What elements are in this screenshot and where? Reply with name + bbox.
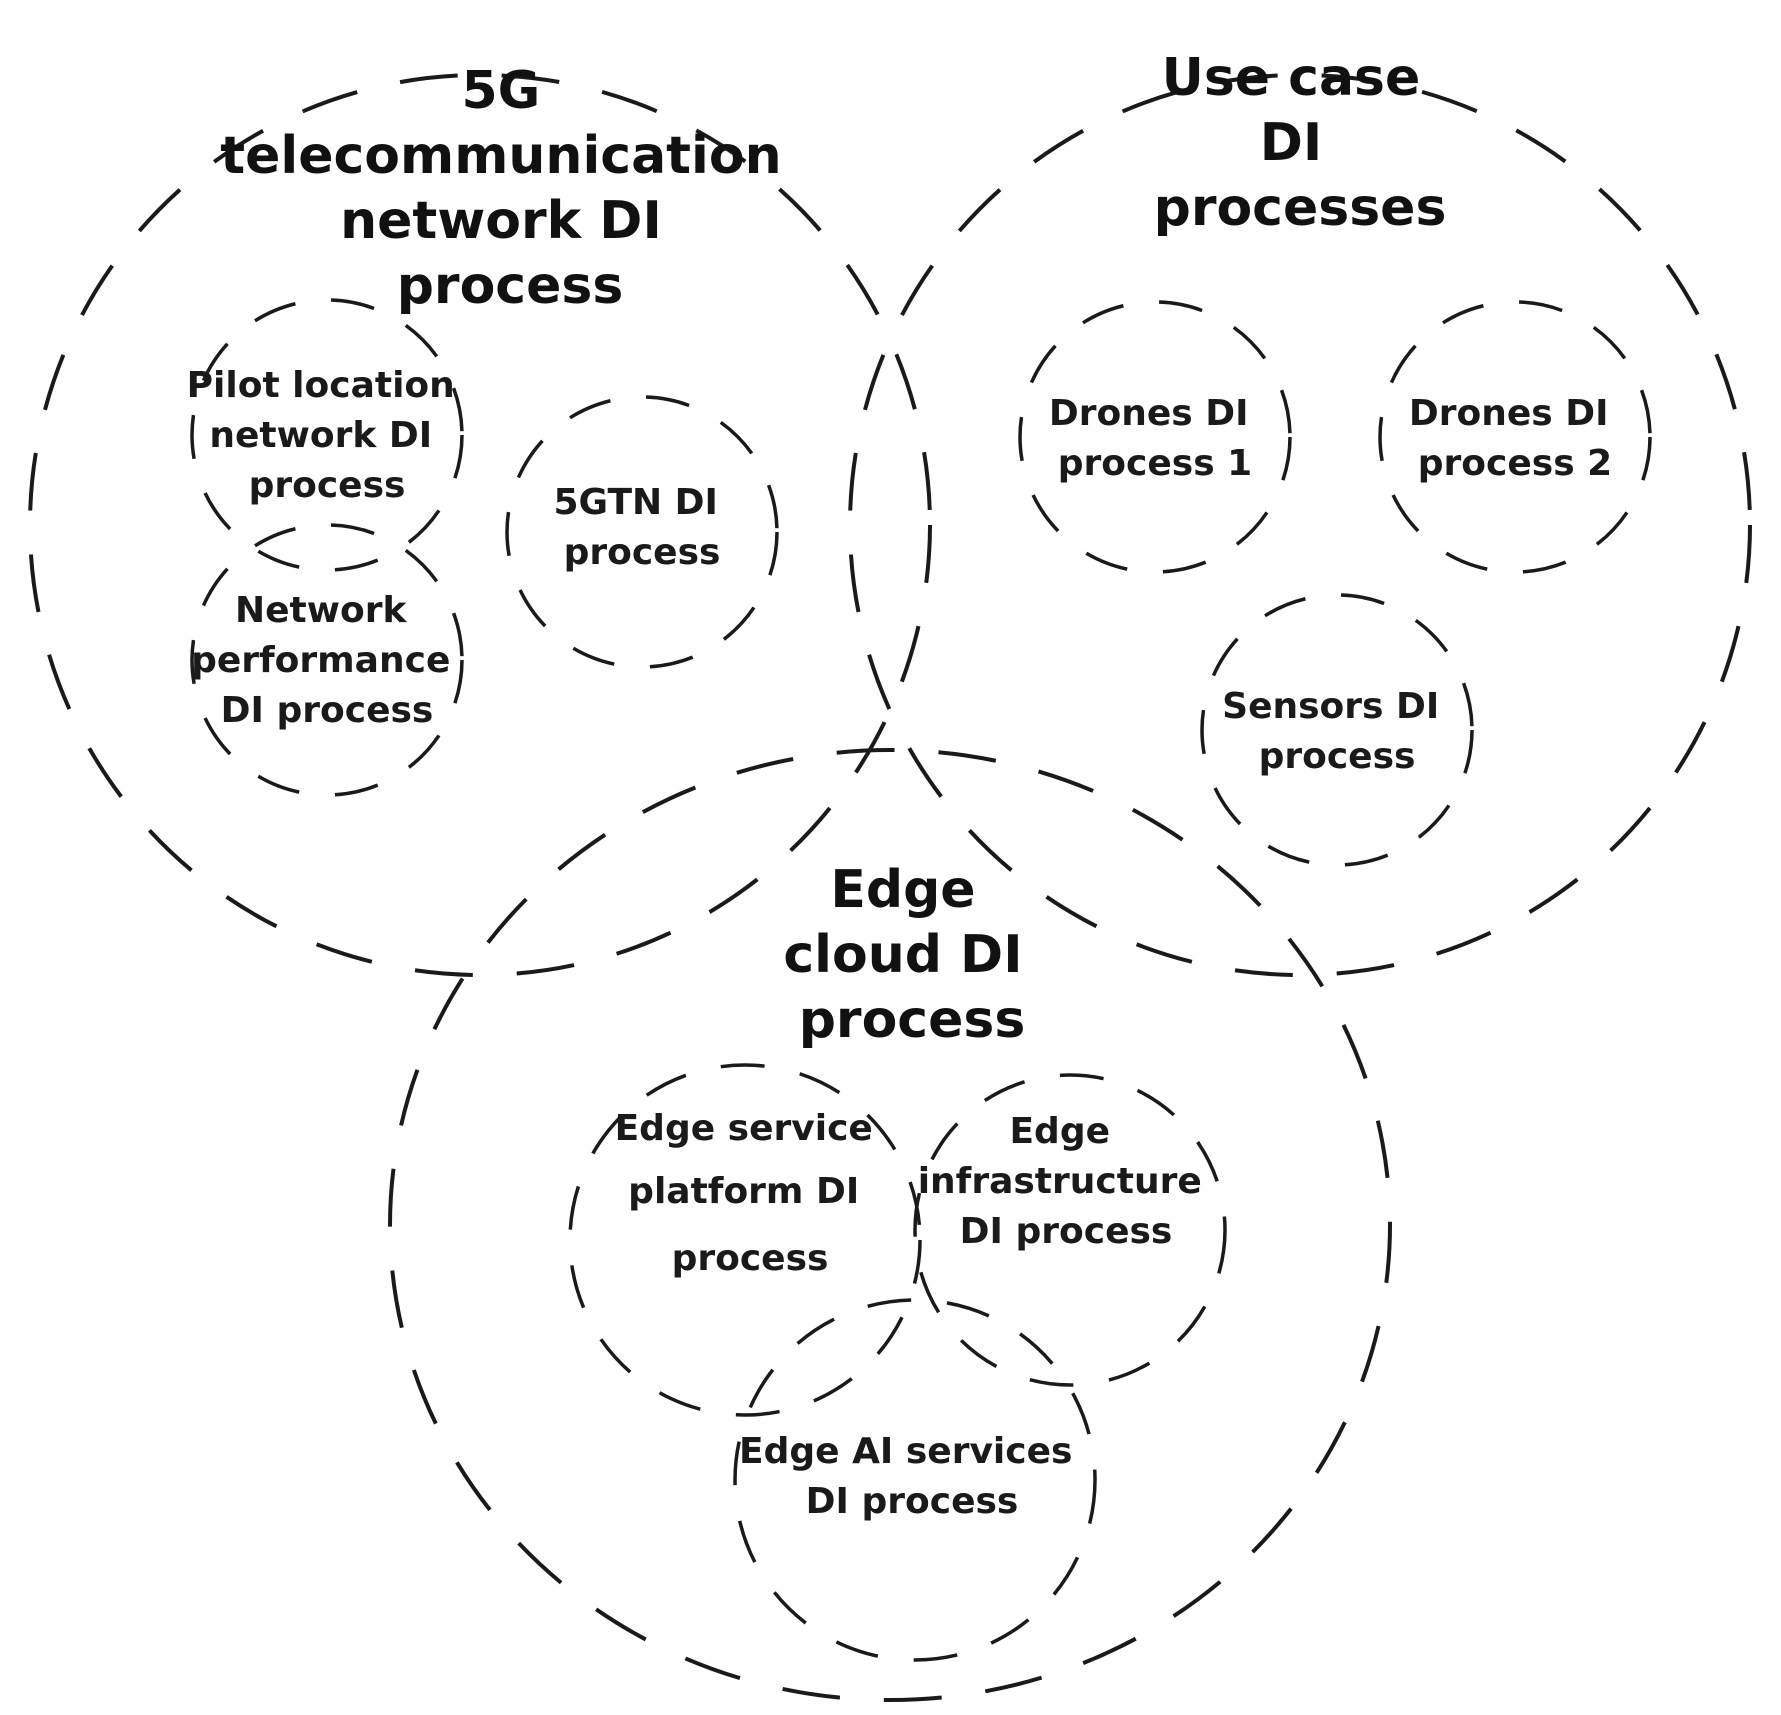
sensors-label: Sensors DI process <box>1222 686 1452 777</box>
pilot-location-label: Pilot location network DI process <box>187 365 468 506</box>
edge-ai-label-line: DI process <box>806 1481 1019 1522</box>
edge-service-label-line: Edge service <box>615 1108 873 1149</box>
pilot-location-label-line: process <box>249 465 406 506</box>
pilot-location-label-line: network DI <box>209 415 432 456</box>
edge-service-label: Edge service platform DI process <box>615 1108 886 1279</box>
pilot-location-label-line: Pilot location <box>187 365 455 406</box>
network-title-line: process <box>397 256 624 316</box>
drones1-label-line: Drones DI <box>1049 393 1249 434</box>
edge-infrastructure-label-line: DI process <box>960 1211 1173 1252</box>
network-performance-circle <box>190 523 464 797</box>
drones2-circle <box>1378 300 1652 574</box>
edge-title-line: Edge <box>830 860 975 920</box>
edge-service-label-line: platform DI <box>628 1171 859 1212</box>
drones1-circle <box>1018 300 1292 574</box>
5gtn-label: 5GTN DI process <box>553 482 730 573</box>
network-title-line: 5G <box>462 61 541 121</box>
5gtn-label-line: 5GTN DI <box>553 482 717 523</box>
usecase-circle <box>848 73 1752 977</box>
sensors-label-line: Sensors DI <box>1222 686 1439 727</box>
edge-infrastructure-label-line: infrastructure <box>918 1161 1202 1202</box>
edge-circle <box>388 748 1392 1702</box>
edge-title-line: process <box>799 990 1026 1050</box>
usecase-title: Use case DI processes <box>1154 48 1447 238</box>
usecase-title-line: Use case <box>1162 48 1421 108</box>
drones2-label: Drones DI process 2 <box>1409 393 1621 484</box>
edge-ai-circle <box>733 1298 1097 1662</box>
edge-infrastructure-circle <box>913 1073 1227 1387</box>
edge-service-label-line: process <box>672 1238 829 1279</box>
network-performance-label-line: performance <box>191 640 450 681</box>
usecase-title-line: DI <box>1260 113 1323 173</box>
5gtn-circle <box>505 395 779 669</box>
5gtn-label-line: process <box>564 532 721 573</box>
drones1-label: Drones DI process 1 <box>1049 393 1261 484</box>
pilot-location-circle <box>190 298 464 572</box>
edge-service-circle <box>568 1063 922 1417</box>
edge-infrastructure-label-line: Edge <box>1009 1111 1110 1152</box>
network-title-line: telecommunication <box>220 126 781 186</box>
edge-ai-label-line: Edge AI services <box>739 1431 1072 1472</box>
sensors-label-line: process <box>1259 736 1416 777</box>
drones1-label-line: process 1 <box>1058 443 1252 484</box>
edge-infrastructure-label: Edge infrastructure DI process <box>918 1111 1215 1252</box>
network-circle <box>28 73 932 977</box>
edge-title: Edge cloud DI process <box>783 860 1040 1050</box>
network-title-line: network DI <box>340 191 662 251</box>
network-performance-label-line: DI process <box>221 690 434 731</box>
edge-title-line: cloud DI <box>783 925 1022 985</box>
drones2-label-line: process 2 <box>1418 443 1612 484</box>
usecase-title-line: processes <box>1154 178 1447 238</box>
sensors-circle <box>1200 593 1474 867</box>
drones2-label-line: Drones DI <box>1409 393 1609 434</box>
network-performance-label: Network performance DI process <box>191 590 463 731</box>
network-title: 5G telecommunication network DI process <box>220 61 799 316</box>
network-performance-label-line: Network <box>235 590 407 631</box>
edge-ai-label: Edge AI services DI process <box>739 1431 1085 1522</box>
